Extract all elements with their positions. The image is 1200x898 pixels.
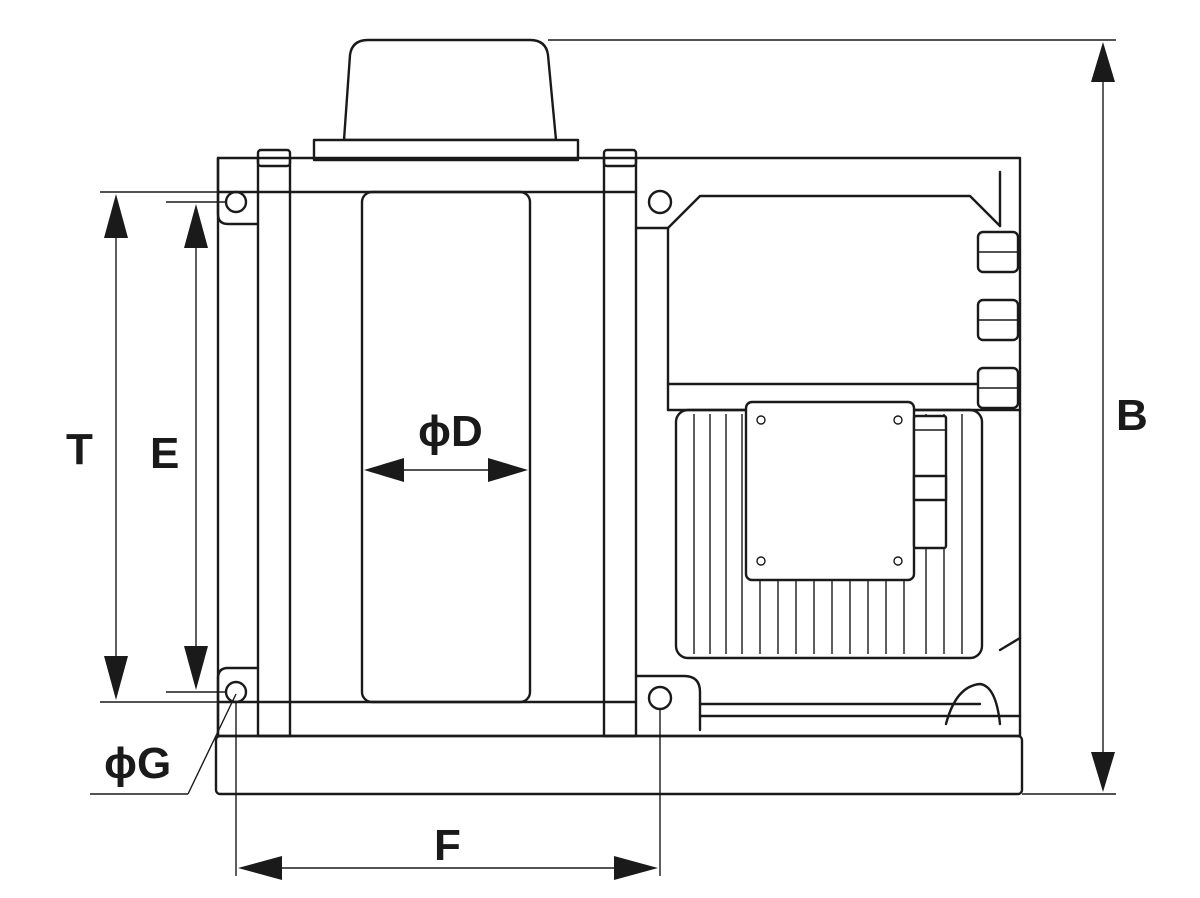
label-d: ϕD [418,407,483,456]
control-box [634,170,1022,412]
dimension-e [166,201,226,693]
dimension-t [100,191,226,703]
label-f: F [434,821,461,870]
leader-g [90,693,237,795]
label-g: ϕG [104,739,171,788]
label-b: B [1116,391,1148,440]
finned-motor [674,400,1022,660]
dimension-d [364,458,528,482]
label-e: E [150,429,179,478]
top-cap [312,38,580,162]
label-t: T [66,425,93,474]
dimension-b [548,39,1116,795]
mounting-holes [224,189,702,732]
cylinder-panel [360,190,532,704]
base-plate [214,682,1024,796]
dimension-f [235,702,661,880]
motor-fins [693,414,963,654]
